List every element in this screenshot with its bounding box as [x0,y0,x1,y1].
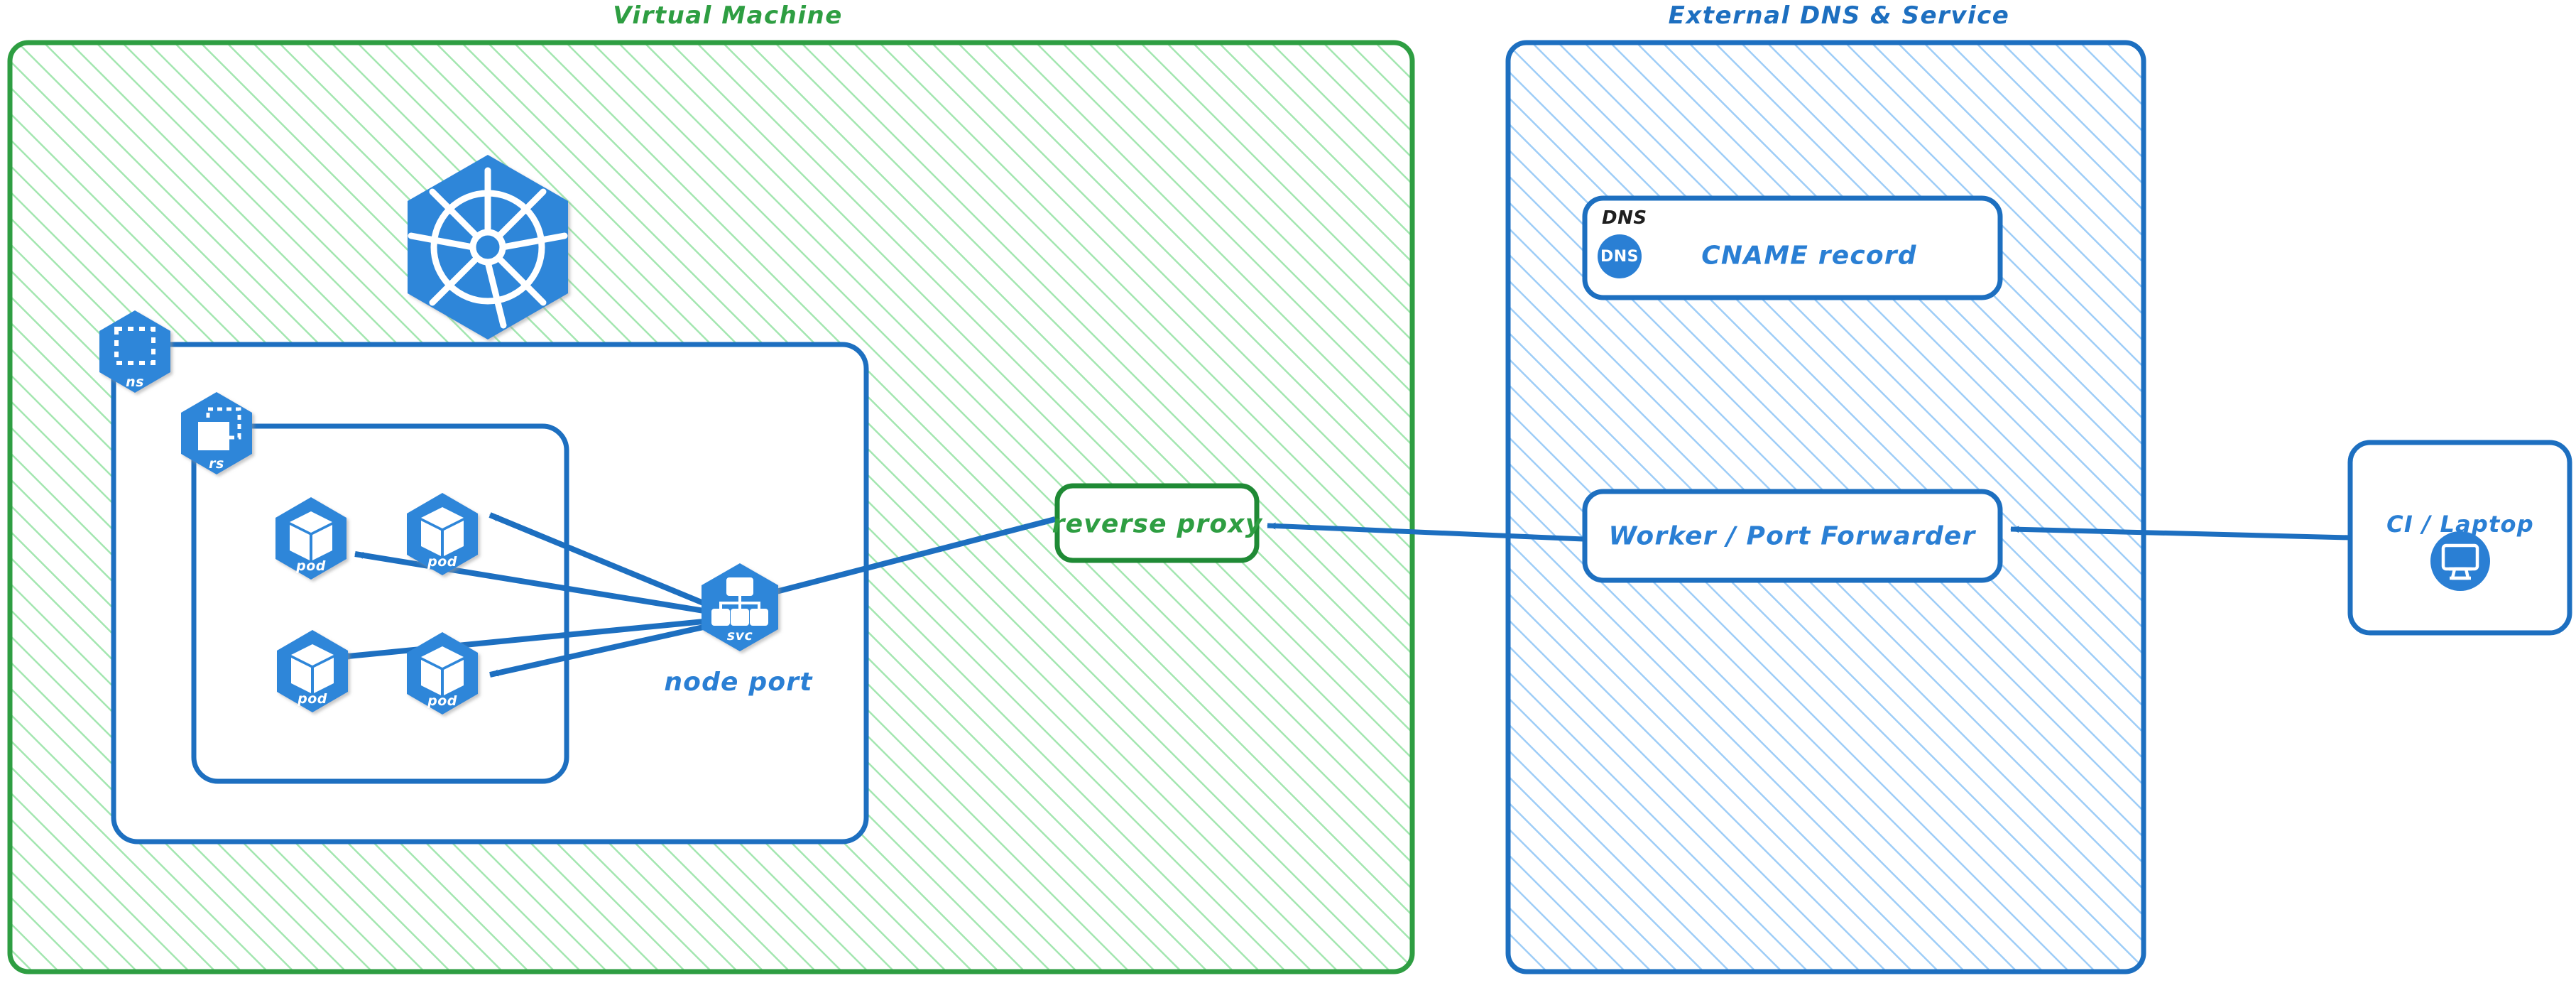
worker-box[interactable] [1582,489,2003,583]
edge-service-to-pod-3 [340,617,726,660]
service-icon [702,563,778,651]
edge-client-to-worker [2010,526,2351,541]
pod-icon-2 [407,493,478,575]
kubernetes-logo [408,155,568,340]
replicaset-icon [181,392,252,474]
pod-icon-1 [275,497,346,580]
desktop-monitor-icon [2430,531,2490,591]
replicaset-container [191,423,569,784]
edge-service-to-pod-1 [354,551,726,617]
pod-icon-3 [277,630,348,712]
edge-worker-to-reverse-proxy [1267,522,1584,542]
namespace-icon [99,310,170,393]
edge-service-to-pod-2 [489,512,727,615]
pod-icon-4 [407,632,478,715]
dns-record-box[interactable] [1582,195,2003,300]
edge-reverse-proxy-to-service [761,516,1057,598]
dns-icon: DNS [1598,234,1642,278]
edge-service-to-pod-4 [489,619,726,678]
reverse-proxy-box[interactable] [1054,483,1260,563]
